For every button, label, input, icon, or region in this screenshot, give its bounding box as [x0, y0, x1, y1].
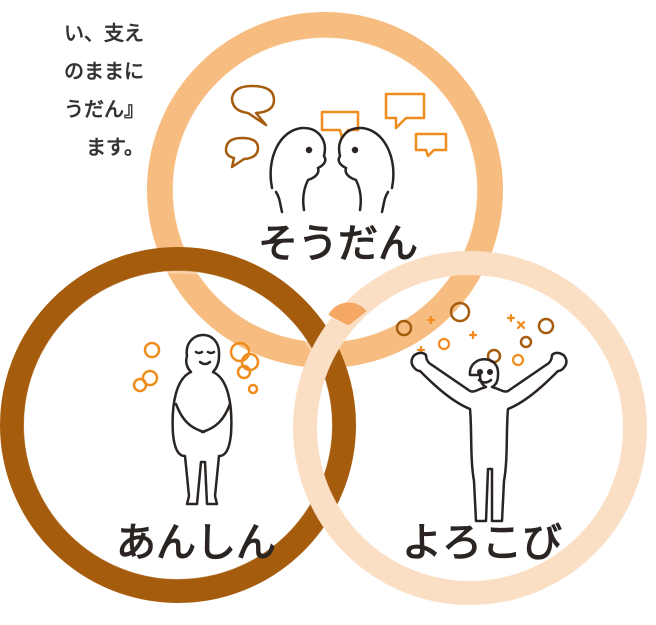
relaxed-person-illustration [132, 333, 260, 506]
speech-bubble-small-icon [320, 92, 448, 158]
intro-text: い、支え のままに うだん』 ます。 [0, 14, 144, 166]
intro-line-1: い、支え [64, 21, 144, 45]
flowers-icon [395, 301, 555, 364]
person-right [337, 126, 395, 214]
soudan-ring [147, 12, 503, 368]
person-left [269, 126, 327, 214]
intro-line-3: うだん』 [64, 97, 144, 121]
happy-person-illustration [395, 301, 568, 523]
anshin-label: あんしん [116, 520, 276, 566]
yorokobi-label: よろこび [402, 520, 562, 566]
bubbles-icon [132, 341, 260, 395]
yorokobi-ring [293, 251, 647, 605]
talking-people-illustration [224, 84, 448, 214]
anshin-ring [0, 247, 356, 603]
person-cheering [410, 351, 568, 523]
intro-line-4: ます。 [86, 135, 144, 159]
speech-bubble-icon [224, 84, 276, 169]
intro-line-2: のままに [64, 59, 144, 83]
soudan-label: そうだん [258, 221, 418, 267]
person-calm [171, 333, 233, 506]
